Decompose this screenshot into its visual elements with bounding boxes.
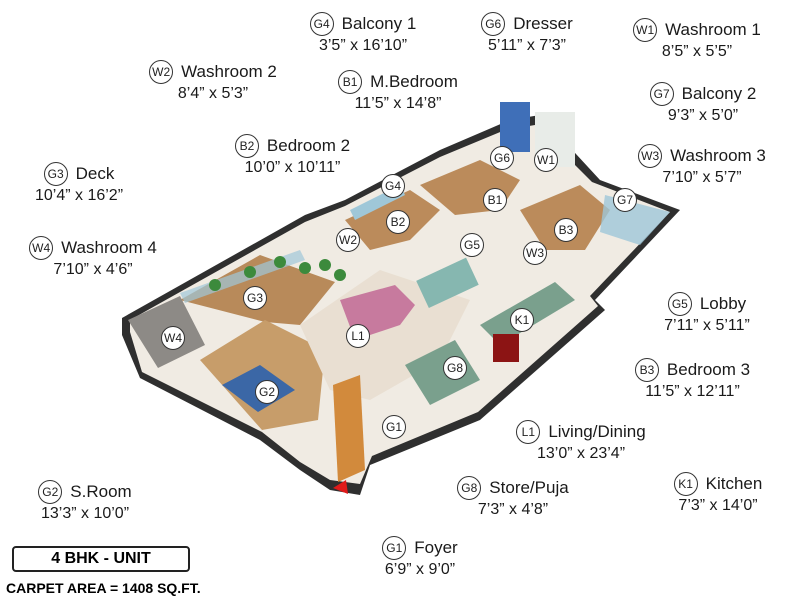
code-badge: B3: [634, 358, 659, 382]
legend-balcony2: G7 Balcony 2 9’3” x 5’0”: [628, 82, 778, 125]
room-name: Bedroom 2: [266, 136, 351, 155]
room-dim: 7’3” x 4’8”: [477, 501, 549, 518]
code-badge: G1: [382, 536, 407, 560]
legend-washroom2: W2 Washroom 2 8’4” x 5’3”: [128, 60, 298, 103]
deck-glass: [180, 250, 305, 303]
room-name: Washroom 3: [670, 146, 766, 165]
code-badge: G5: [667, 292, 692, 316]
plan-tag-dresser: G6: [490, 146, 514, 170]
legend-washroom3: W3 Washroom 3 7’10” x 5’7”: [612, 144, 792, 187]
room-dim: 7’10” x 5’7”: [662, 169, 742, 186]
carpet-area: CARPET AREA = 1408 SQ.FT.: [6, 580, 201, 596]
plan-tag-kitchen: K1: [510, 308, 534, 332]
room-name: Lobby: [699, 294, 747, 313]
room-name: Kitchen: [705, 474, 763, 493]
room-dim: 3’5” x 16’10”: [318, 37, 408, 54]
room-dim: 7’10” x 4’6”: [53, 261, 133, 278]
plan-tag-sroom: G2: [255, 380, 279, 404]
room-dim: 13’0” x 23’4”: [536, 445, 626, 462]
room-dim: 11’5” x 14’8”: [354, 95, 442, 112]
washroom1-wall-panel: [500, 102, 530, 152]
unit-title: 4 BHK - UNIT: [12, 546, 190, 572]
legend-foyer: G1 Foyer 6’9” x 9’0”: [350, 536, 490, 579]
entry-arrow-icon: [333, 480, 348, 494]
store-floor: [405, 340, 480, 405]
dining-table: [416, 257, 479, 309]
plan-tag-washroom4: W4: [161, 326, 185, 350]
plan-tag-washroom3: W3: [523, 241, 547, 265]
room-dim: 8’5” x 5’5”: [661, 43, 733, 60]
code-badge: G2: [38, 480, 63, 504]
room-dim: 8’4” x 5’3”: [177, 85, 249, 102]
bedroom3-floor: [520, 185, 610, 250]
room-dim: 7’3” x 14’0”: [678, 497, 758, 514]
plan-tag-balcony1: G4: [381, 174, 405, 198]
code-badge: G4: [309, 12, 334, 36]
plan-tag-washroom2: W2: [336, 228, 360, 252]
plan-tag-deck: G3: [243, 286, 267, 310]
legend-washroom4: W4 Washroom 4 7’10” x 4’6”: [8, 236, 178, 279]
room-name: Dresser: [513, 14, 573, 33]
room-dim: 10’4” x 16’2”: [34, 187, 124, 204]
code-badge: B1: [338, 70, 363, 94]
code-badge: B2: [234, 134, 259, 158]
code-badge: G8: [457, 476, 482, 500]
legend-washroom1: W1 Washroom 1 8’5” x 5’5”: [612, 18, 782, 61]
code-badge: G7: [649, 82, 674, 106]
room-dim: 7’11” x 5’11”: [664, 317, 750, 334]
room-name: Balcony 1: [341, 14, 417, 33]
legend-store-puja: G8 Store/Puja 7’3” x 4’8”: [438, 476, 588, 519]
room-dim: 10’0” x 10’11”: [244, 159, 341, 176]
room-name: S.Room: [70, 482, 132, 501]
legend-living-dining: L1 Living/Dining 13’0” x 23’4”: [496, 420, 666, 463]
code-badge: G3: [43, 162, 68, 186]
plan-tag-lobby: G5: [460, 233, 484, 257]
deck-plants: [209, 256, 346, 291]
kitchen-cabinet: [493, 334, 519, 362]
room-dim: 11’5” x 12’11”: [645, 383, 740, 400]
code-badge: L1: [516, 420, 541, 444]
room-name: Bedroom 3: [666, 360, 751, 379]
room-dim: 9’3” x 5’0”: [667, 107, 739, 124]
room-name: Washroom 4: [61, 238, 157, 257]
plan-tag-living: L1: [346, 324, 370, 348]
plan-tag-balcony2: G7: [613, 188, 637, 212]
legend-dresser: G6 Dresser 5’11” x 7’3”: [452, 12, 602, 55]
plan-tag-bedroom2: B2: [386, 210, 410, 234]
legend-lobby: G5 Lobby 7’11” x 5’11”: [632, 292, 782, 335]
code-badge: G6: [481, 12, 506, 36]
room-name: Washroom 2: [181, 62, 277, 81]
legend-bedroom3: B3 Bedroom 3 11’5” x 12’11”: [605, 358, 780, 401]
entrance-door: [333, 375, 365, 482]
room-dim: 5’11” x 7’3”: [488, 37, 566, 54]
room-name: M.Bedroom: [370, 72, 458, 91]
code-badge: W2: [149, 60, 174, 84]
legend-bedroom2: B2 Bedroom 2 10’0” x 10’11”: [205, 134, 380, 177]
legend-kitchen: K1 Kitchen 7’3” x 14’0”: [648, 472, 788, 515]
room-dim: 13’3” x 10’0”: [40, 505, 130, 522]
plan-tag-mbedroom: B1: [483, 188, 507, 212]
plan-tag-bedroom3: B3: [554, 218, 578, 242]
legend-balcony1: G4 Balcony 1 3’5” x 16’10”: [288, 12, 438, 55]
legend-mbedroom: B1 M.Bedroom 11’5” x 14’8”: [318, 70, 478, 113]
legend-deck: G3 Deck 10’4” x 16’2”: [4, 162, 154, 205]
plan-tag-washroom1: W1: [534, 148, 558, 172]
code-badge: W3: [638, 144, 663, 168]
code-badge: K1: [673, 472, 698, 496]
room-name: Deck: [75, 164, 115, 183]
code-badge: W1: [633, 18, 658, 42]
code-badge: W4: [29, 236, 54, 260]
room-name: Balcony 2: [681, 84, 757, 103]
room-name: Washroom 1: [665, 20, 761, 39]
room-name: Foyer: [414, 538, 458, 557]
legend-sroom: G2 S.Room 13’3” x 10’0”: [10, 480, 160, 523]
plan-tag-foyer: G1: [382, 415, 406, 439]
room-name: Store/Puja: [489, 478, 569, 497]
room-name: Living/Dining: [548, 422, 646, 441]
room-dim: 6’9” x 9’0”: [384, 561, 456, 578]
plan-tag-store: G8: [443, 356, 467, 380]
